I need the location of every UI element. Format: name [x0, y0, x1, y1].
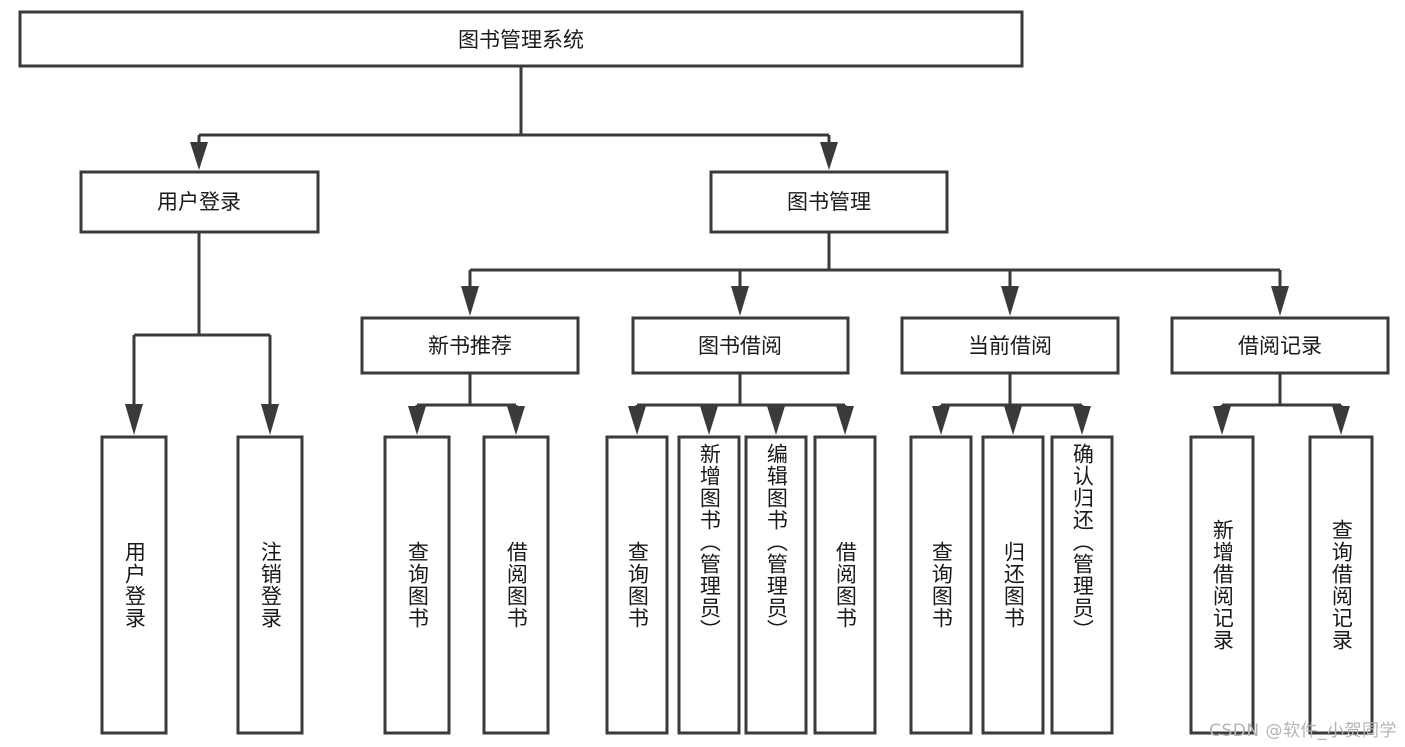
node-leaf-rec-query-record-box[interactable] — [1308, 435, 1374, 735]
arrow-head-borrow-record — [1271, 286, 1289, 316]
arrow-head-book-borrow — [731, 286, 749, 316]
connector-layer — [125, 66, 1350, 435]
arrow-head-leaf-user-logout — [261, 404, 279, 435]
node-leaf-borrow-borrow-book-box[interactable] — [813, 435, 877, 735]
leaf-layer — [100, 435, 1374, 735]
node-leaf-rec-query-book-box[interactable] — [383, 435, 451, 735]
arrow-head-leaf-borrow-edit-book — [767, 406, 785, 435]
node-user-login-box[interactable] — [79, 170, 320, 234]
node-root-label: 图书管理系统 — [458, 28, 584, 52]
node-user-login-label: 用户登录 — [157, 190, 241, 214]
node-leaf-borrow-add-book-box[interactable] — [677, 435, 741, 735]
node-borrow-record[interactable]: 借阅记录 — [1170, 316, 1390, 375]
node-root[interactable]: 图书管理系统 — [18, 10, 1024, 68]
node-current-borrow[interactable]: 当前借阅 — [900, 316, 1120, 375]
node-leaf-borrow-query-book-box[interactable] — [605, 435, 669, 735]
arrow-head-leaf-user-login — [125, 404, 143, 435]
node-leaf-user-login-box[interactable] — [100, 435, 168, 735]
arrow-head-current-borrow — [1001, 286, 1019, 316]
node-current-borrow-box[interactable] — [900, 316, 1120, 375]
node-leaf-rec-add-record-box[interactable] — [1189, 435, 1255, 735]
csdn-watermark: CSDN @软件_小贺同学 — [1209, 721, 1397, 741]
node-leaf-rec-borrow-book-box[interactable] — [482, 435, 550, 735]
arrow-head-leaf-cur-confirm-return — [1073, 406, 1091, 435]
node-current-borrow-label: 当前借阅 — [968, 334, 1052, 358]
node-user-login[interactable]: 用户登录 — [79, 170, 320, 234]
node-borrow-record-box[interactable] — [1170, 316, 1390, 375]
arrow-head-leaf-rec-query-record — [1332, 406, 1350, 435]
node-book-manage-box[interactable] — [709, 170, 949, 234]
arrow-head-leaf-rec-query-book — [408, 406, 426, 435]
node-leaf-cur-confirm-return-box[interactable] — [1050, 435, 1114, 735]
arrow-head-new-book-rec — [461, 286, 479, 316]
arrow-head-leaf-cur-return-book — [1004, 406, 1022, 435]
arrow-head-leaf-rec-add-record — [1213, 406, 1231, 435]
node-book-manage[interactable]: 图书管理 — [709, 170, 949, 234]
node-new-book-rec-label: 新书推荐 — [428, 334, 512, 358]
arrow-head-leaf-borrow-borrow-book — [836, 406, 854, 435]
node-book-borrow-label: 图书借阅 — [698, 334, 782, 358]
node-leaf-user-logout-box[interactable] — [236, 435, 304, 735]
node-leaf-cur-query-book-box[interactable] — [909, 435, 973, 735]
arrow-head-leaf-borrow-query-book — [628, 406, 646, 435]
arrow-head-leaf-rec-borrow-book — [507, 406, 525, 435]
node-leaf-borrow-edit-book-box[interactable] — [744, 435, 808, 735]
node-book-manage-label: 图书管理 — [787, 190, 871, 214]
node-root-box[interactable] — [18, 10, 1024, 68]
node-book-borrow[interactable]: 图书借阅 — [631, 316, 850, 375]
node-borrow-record-label: 借阅记录 — [1238, 334, 1322, 358]
arrow-head-leaf-cur-query-book — [932, 406, 950, 435]
arrow-head-book-manage — [820, 142, 838, 170]
node-book-borrow-box[interactable] — [631, 316, 850, 375]
arrow-head-user-login — [190, 142, 208, 170]
node-new-book-rec[interactable]: 新书推荐 — [360, 316, 580, 375]
arrow-head-leaf-borrow-add-book — [700, 406, 718, 435]
node-new-book-rec-box[interactable] — [360, 316, 580, 375]
node-leaf-cur-return-book-box[interactable] — [981, 435, 1045, 735]
